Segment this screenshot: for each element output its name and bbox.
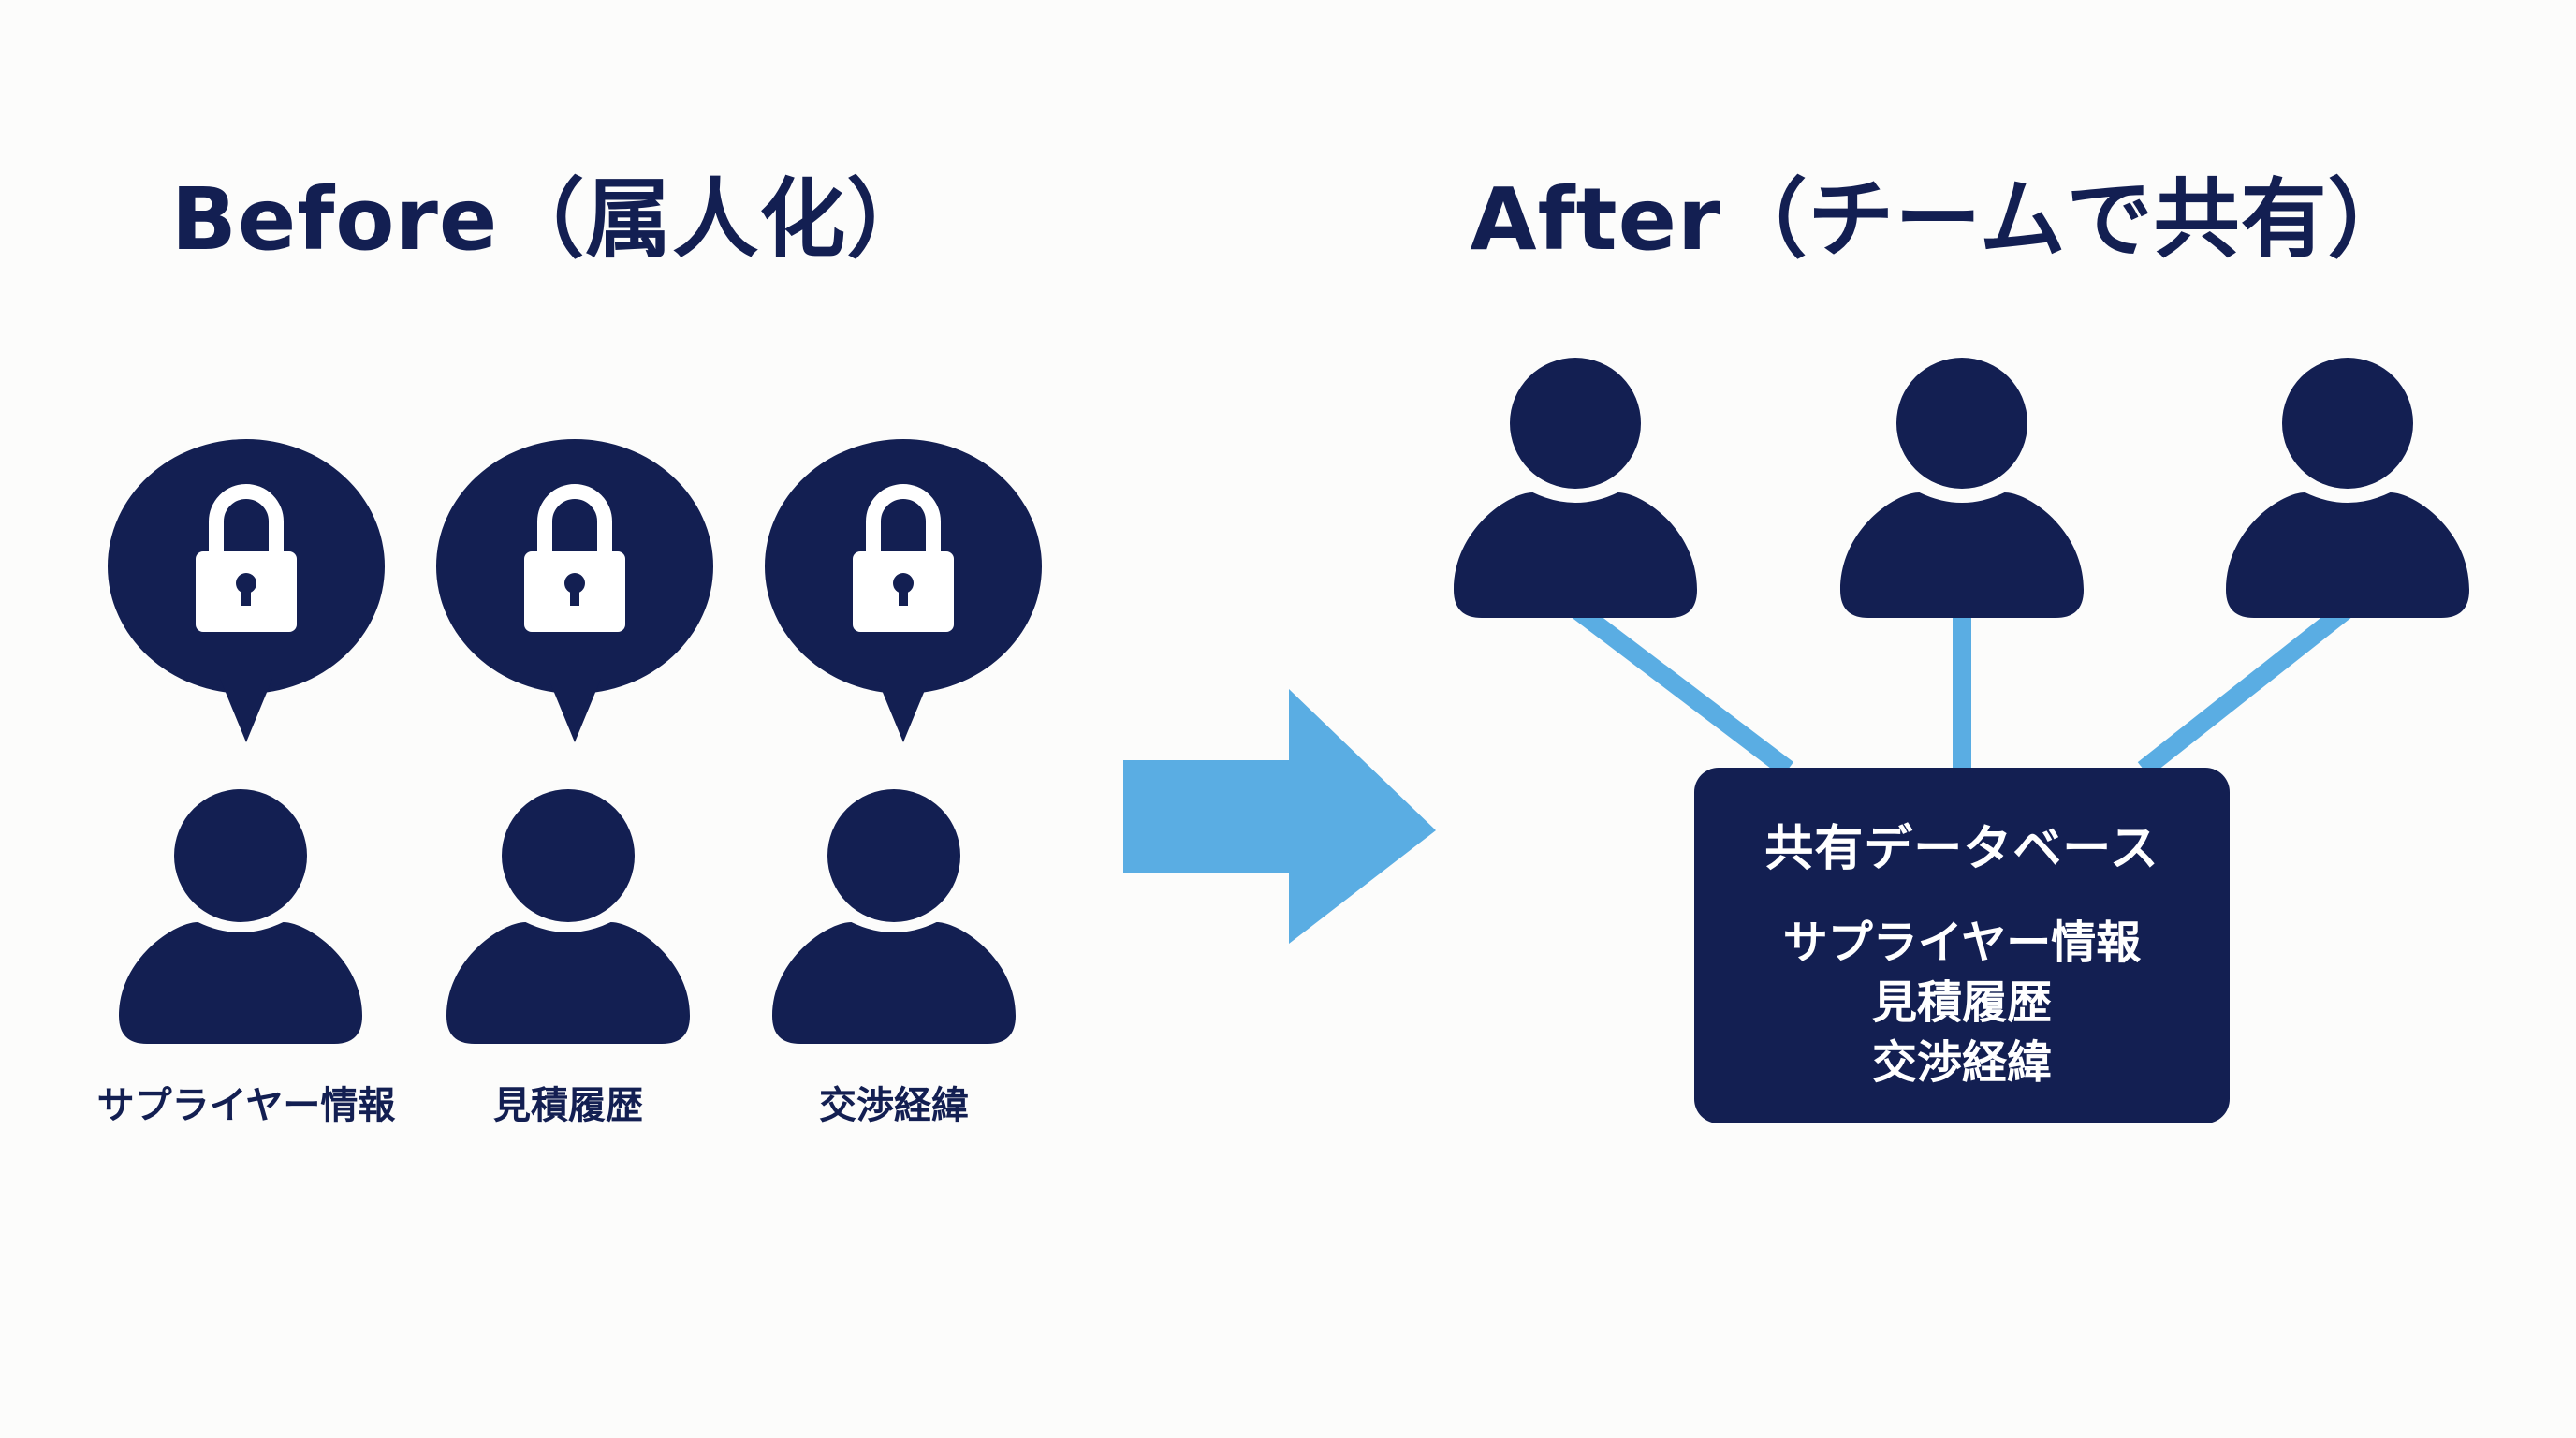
person-body (772, 922, 1016, 1044)
after-person-3 (2226, 350, 2469, 618)
before-bubble-2 (436, 439, 713, 742)
connector-line-1 (1569, 601, 1794, 777)
before-label-quotes: 見積履歴 (493, 1084, 643, 1127)
person-head (1510, 358, 1641, 489)
person-head (2282, 358, 2413, 489)
database-item-negotiation: 交渉経緯 (1871, 1036, 2052, 1089)
connectors (1569, 601, 2354, 777)
before-person-2 (446, 782, 690, 1044)
person-head (502, 789, 635, 922)
person-head (827, 789, 960, 922)
database-item-supplier: サプライヤー情報 (1782, 917, 2142, 969)
person-body (1840, 492, 2084, 618)
person-body (119, 922, 362, 1044)
after-group (1454, 350, 2469, 618)
person-body (1454, 492, 1697, 618)
shared-database-box: 共有データベース サプライヤー情報 見積履歴 交渉経緯 (1694, 768, 2230, 1123)
before-group (108, 439, 1042, 1044)
person-body (2226, 492, 2469, 618)
database-item-quotes: 見積履歴 (1871, 976, 2052, 1029)
person-head (174, 789, 307, 922)
after-person-1 (1454, 350, 1697, 618)
person-head (1896, 358, 2027, 489)
person-body (446, 922, 690, 1044)
before-person-3 (772, 782, 1016, 1044)
before-bubble-1 (108, 439, 385, 742)
after-title: After（チームで共有） (1470, 169, 2415, 270)
speech-bubble-tail (877, 679, 929, 742)
speech-bubble-tail (549, 679, 601, 742)
database-title: 共有データベース (1764, 821, 2159, 877)
lock-icon (524, 484, 625, 632)
after-person-2 (1840, 350, 2084, 618)
lock-icon (853, 484, 954, 632)
speech-bubble-tail (220, 679, 272, 742)
arrow-right-icon (1123, 689, 1436, 944)
before-person-1 (119, 782, 362, 1044)
before-label-supplier: サプライヤー情報 (96, 1084, 396, 1127)
before-bubble-3 (765, 439, 1042, 742)
before-title: Before（属人化） (170, 169, 934, 270)
lock-icon (196, 484, 297, 632)
connector-line-3 (2137, 601, 2354, 777)
before-label-negotiation: 交渉経緯 (819, 1084, 969, 1127)
